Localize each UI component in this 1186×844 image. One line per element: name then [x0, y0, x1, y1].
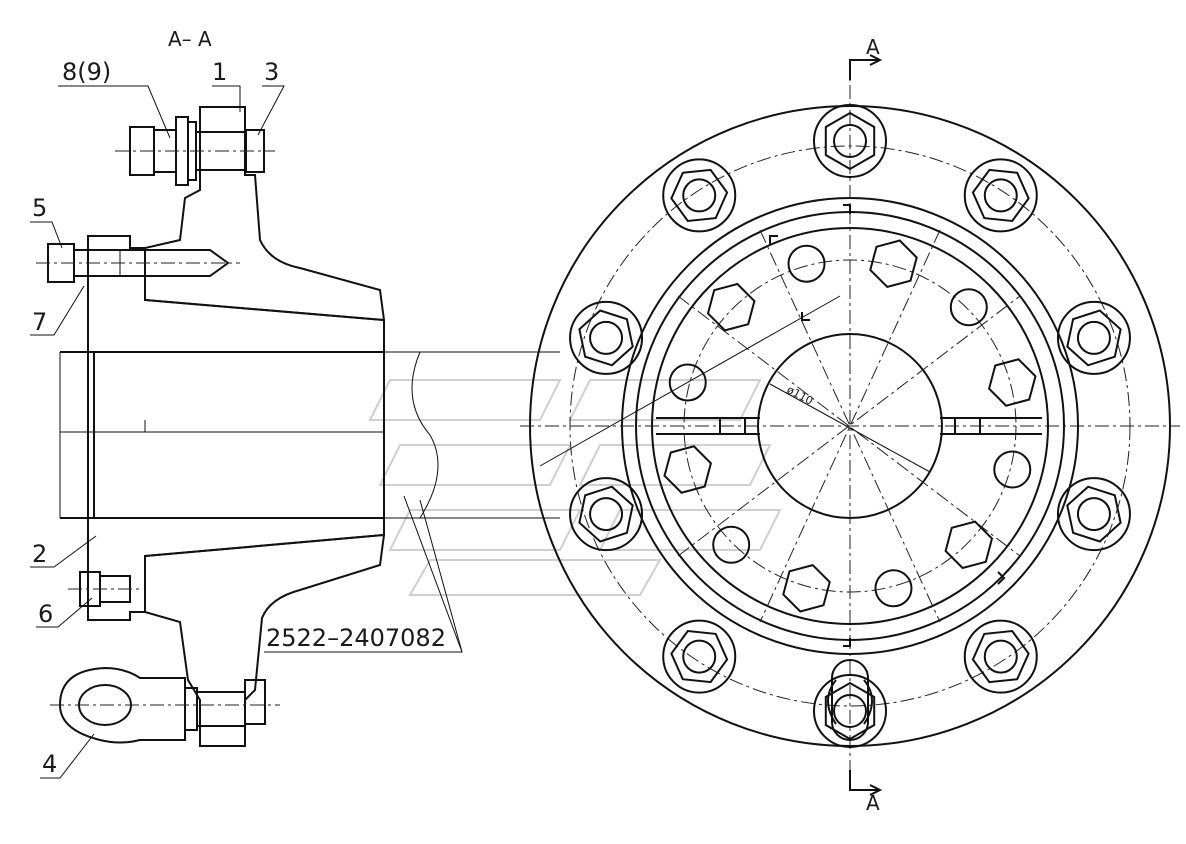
hub-hole: [668, 363, 707, 402]
hub-bolt-head: [869, 239, 918, 289]
hub-hole: [712, 525, 751, 564]
hub-hole: [993, 450, 1032, 489]
part-label-1: 1: [212, 58, 227, 86]
watermark-logo: [368, 379, 782, 596]
hub-bolt-head: [987, 358, 1037, 407]
flange-nut: [1056, 300, 1131, 375]
flange-nut: [569, 300, 644, 375]
bolt-left: [36, 243, 240, 283]
leader-lines: [30, 85, 463, 779]
flange-nut: [569, 477, 644, 552]
flange-nut: [662, 158, 737, 233]
flange-nut: [813, 674, 887, 748]
screw-lower: [68, 571, 140, 607]
flange-nut: [963, 158, 1038, 233]
flange-upper: [144, 106, 386, 322]
section-marker-top: [849, 54, 883, 80]
hub-bolt-head: [663, 445, 713, 494]
eye-bolt: [50, 666, 280, 744]
section-marker-bottom: [849, 770, 883, 796]
lifting-lug: [827, 659, 873, 741]
section-mark-bottom: A: [866, 791, 880, 815]
part-label-6: 6: [38, 600, 53, 628]
hub-bolt-head: [706, 282, 756, 332]
part-label-5: 5: [32, 194, 47, 222]
flange-nut: [1056, 477, 1131, 552]
hub-bolt-head: [944, 520, 994, 570]
section-mark-top: A: [866, 35, 880, 59]
hub-hole: [874, 569, 913, 608]
section-view: [30, 85, 560, 779]
hub-bolt-head: [782, 563, 831, 613]
hub-upper: [87, 235, 385, 353]
hub-hole: [949, 288, 988, 327]
flange-nut: [662, 619, 737, 694]
front-view: [520, 54, 1180, 796]
flange-nut: [813, 104, 887, 178]
flange-nut: [963, 619, 1038, 694]
hub-hole: [787, 244, 826, 283]
part-label-8-9: 8(9): [62, 58, 111, 86]
bolt-upper: [115, 116, 275, 186]
part-label-2: 2: [32, 540, 47, 568]
part-label-4: 4: [42, 750, 57, 778]
diameter-dimension: ø110: [785, 383, 816, 407]
assembly-number: 2522–2407082: [266, 624, 446, 652]
hub-lower: [87, 517, 385, 621]
part-label-7: 7: [32, 308, 47, 336]
section-title: A– A: [168, 27, 212, 51]
part-label-3: 3: [264, 58, 279, 86]
